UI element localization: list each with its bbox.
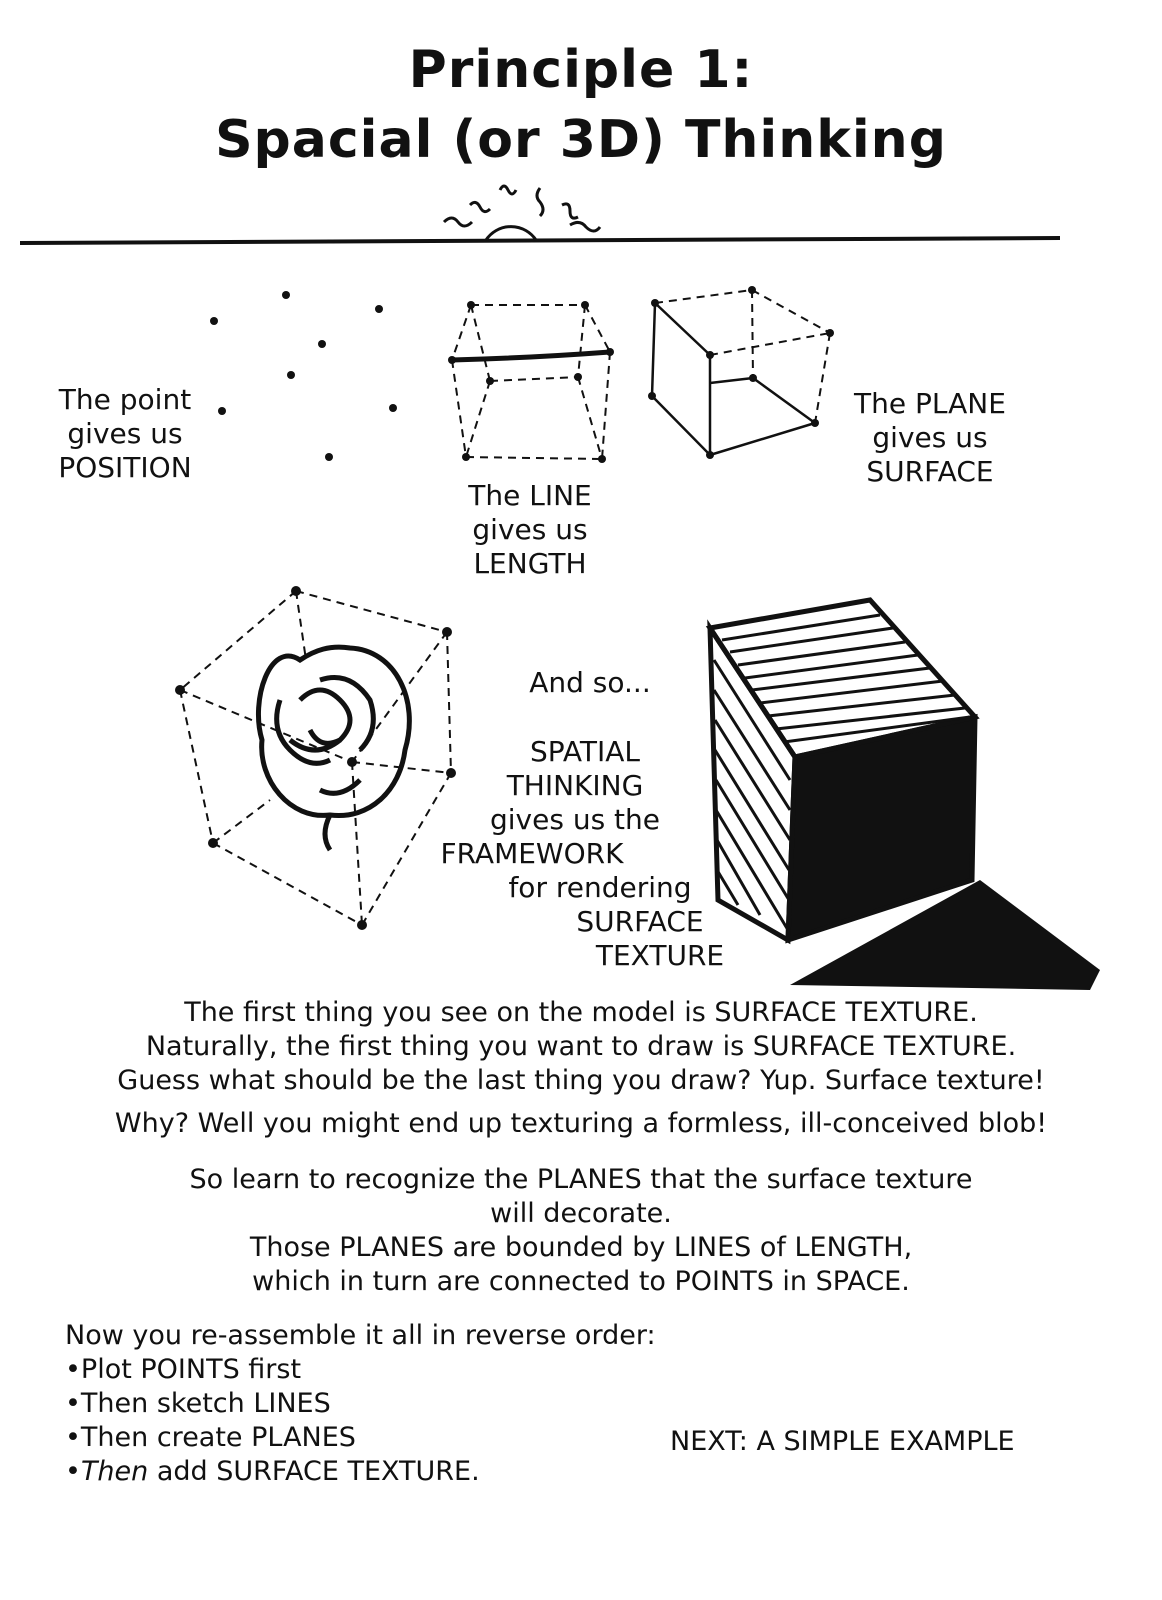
points-drawing [210,291,397,461]
label-and-so: And so... [529,666,651,699]
label-spatial: SPATIAL [530,735,640,768]
label-framework: FRAMEWORK [440,837,624,870]
label-texture: TEXTURE [595,939,725,972]
step-item: •Plot POINTS first [65,1354,302,1385]
label-surface: SURFACE [576,905,704,938]
steps-list: Now you re-assemble it all in reverse or… [65,1319,825,1489]
steps-intro: Now you re-assemble it all in reverse or… [65,1320,656,1351]
brain-wireframe-drawing [175,586,456,930]
plane-cube-drawing [648,286,834,459]
page-title-line2: Spacial (or 3D) Thinking [215,110,947,170]
label-plane: The PLANE gives us SURFACE [854,387,1006,488]
label-point: The point gives us POSITION [58,383,192,484]
next-example-link: NEXT: A SIMPLE EXAMPLE [670,1426,1015,1457]
line-cube-drawing [448,301,614,463]
label-thinking: THINKING [506,769,644,802]
label-line: The LINE gives us LENGTH [468,479,592,580]
label-for-rendering: for rendering [508,871,692,904]
illustrations [19,184,1100,990]
paragraph-planes: So learn to recognize the PLANES that th… [189,1164,973,1297]
textured-cube-drawing [705,597,1100,990]
step-item: •Then create PLANES [65,1422,356,1453]
label-gives-us-the: gives us the [489,803,661,836]
step-item: •Then sketch LINES [65,1388,331,1419]
page-title-line1: Principle 1: [408,40,754,100]
paragraph-surface-texture: The first thing you see on the model is … [117,997,1045,1096]
horizon-sun-icon [19,184,1061,245]
step-item: •Then add SURFACE TEXTURE. [65,1456,480,1487]
paragraph-why: Why? Well you might end up texturing a f… [114,1108,1048,1139]
